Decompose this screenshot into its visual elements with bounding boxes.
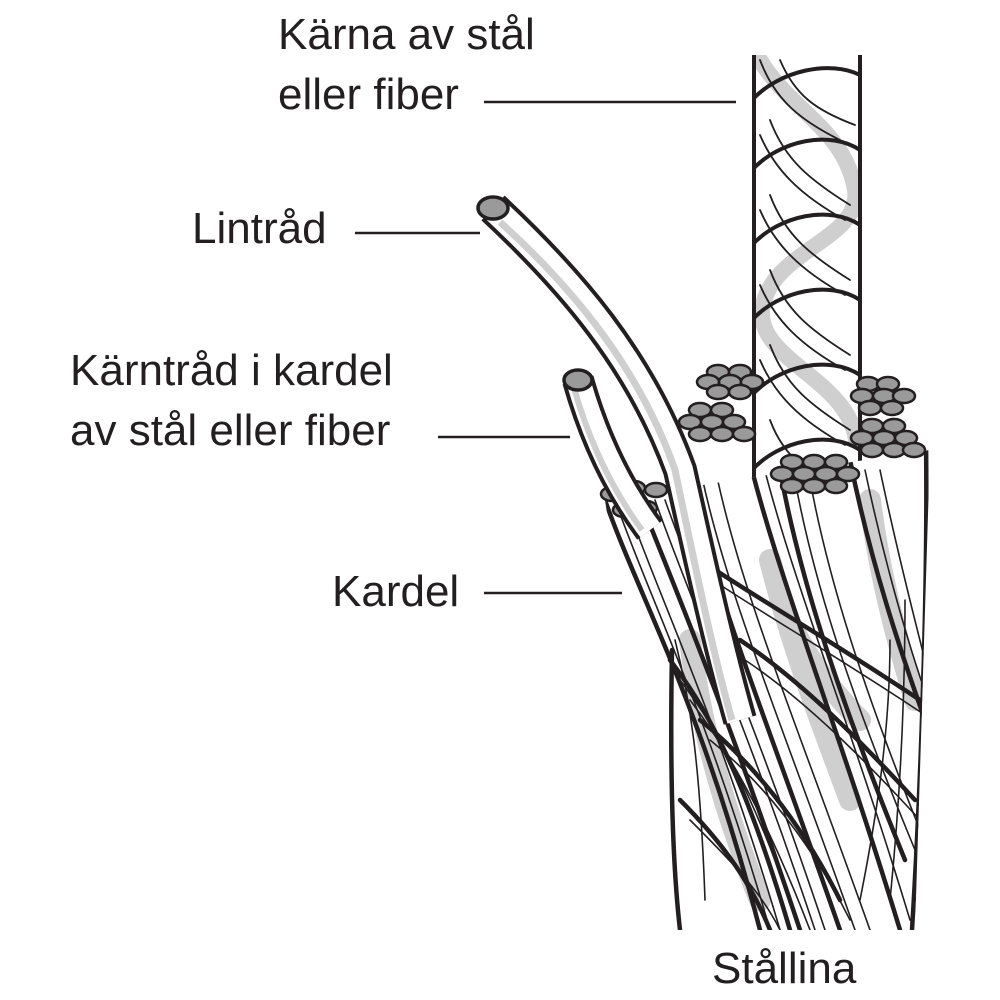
label-wire: Lintråd <box>192 204 327 253</box>
label-strand-core-line-2: av stål eller fiber <box>70 406 391 455</box>
label-rope: Stållina <box>712 944 857 993</box>
single-wire <box>476 195 757 725</box>
strand-core-wire <box>562 368 663 540</box>
strand-end-caps <box>599 363 927 519</box>
strand-end-back-right <box>849 375 917 417</box>
label-strand-core-line-1: Kärntråd i kardel <box>70 346 393 395</box>
strand-end-back-left <box>695 363 765 401</box>
label-core-line-1: Kärna av stål <box>278 10 535 59</box>
strand-end-front-left <box>677 401 757 443</box>
strand-end-front-right <box>849 417 927 459</box>
strand-end-front-center <box>769 453 861 495</box>
leader-lines <box>355 100 736 595</box>
core-rope <box>752 55 862 485</box>
label-strand: Kardel <box>332 567 460 616</box>
label-core-line-2: eller fiber <box>278 70 459 119</box>
